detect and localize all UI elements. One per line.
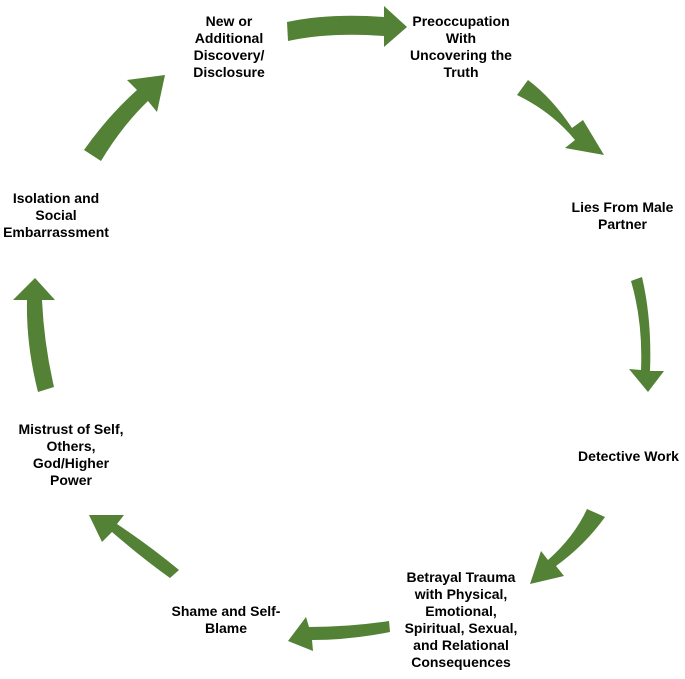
node-preoccupation: Preoccupation With Uncovering the Truth bbox=[410, 13, 512, 80]
node-mistrust: Mistrust of Self, Others, God/Higher Pow… bbox=[18, 421, 124, 488]
arrow-shame-to-mistrust bbox=[89, 515, 179, 578]
curved-arrow-down-left-icon bbox=[530, 509, 605, 584]
node-detective-work: Detective Work bbox=[578, 448, 679, 464]
arrow-discovery-to-preoccupation bbox=[287, 6, 407, 47]
arrow-lies-to-detective bbox=[629, 277, 664, 392]
arrow-preoccupation-to-lies bbox=[517, 80, 604, 155]
node-betrayal-trauma: Betrayal Trauma with Physical, Emotional… bbox=[404, 569, 518, 670]
curved-arrow-up-right-icon bbox=[84, 75, 165, 161]
arrow-betrayal-to-shame bbox=[288, 617, 390, 651]
node-lies-from-partner: Lies From Male Partner bbox=[571, 199, 674, 232]
curved-arrow-up-icon bbox=[13, 278, 55, 392]
node-shame: Shame and Self- Blame bbox=[171, 603, 281, 636]
curved-arrow-left-icon bbox=[288, 617, 390, 651]
node-new-discovery: New or Additional Discovery/ Disclosure bbox=[193, 13, 265, 80]
node-isolation: Isolation and Social Embarrassment bbox=[3, 190, 109, 240]
curved-arrow-down-right-icon bbox=[517, 80, 604, 155]
arrow-detective-to-betrayal bbox=[530, 509, 605, 584]
curved-arrow-down-icon bbox=[629, 277, 664, 392]
curved-arrow-up-left-icon bbox=[89, 515, 179, 578]
arrow-mistrust-to-isolation bbox=[13, 278, 55, 392]
curved-arrow-right-icon bbox=[287, 6, 407, 47]
arrow-isolation-to-discovery bbox=[84, 75, 165, 161]
